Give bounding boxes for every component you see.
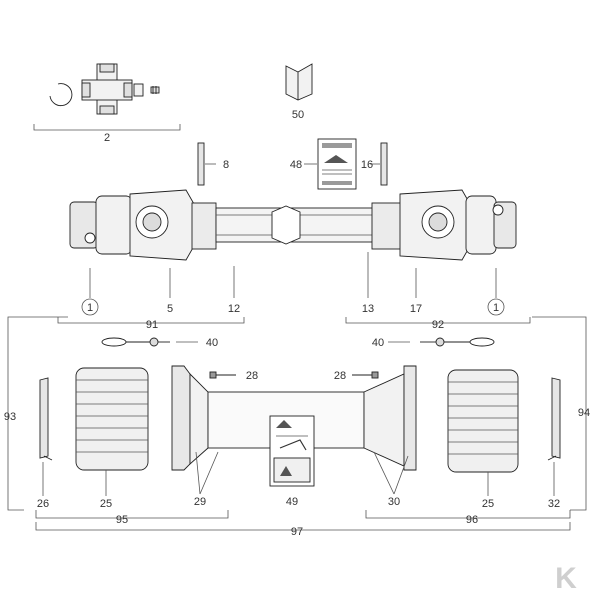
label-97: 97 [291,526,303,538]
label-28-left: 28 [246,370,258,382]
label-50: 50 [292,109,304,121]
screw-28-left: 28 [209,370,258,382]
label-12: 12 [228,303,240,315]
label-26: 26 [37,498,49,510]
label-13: 13 [362,303,374,315]
label-28-right: 28 [334,370,346,382]
bellows-25-left: 25 [75,367,149,510]
brand-logo: K [555,562,577,595]
label-1-left: 1 [87,302,93,314]
label-48: 48 [290,159,302,171]
label-91: 91 [146,319,158,331]
label-16: 16 [361,159,373,171]
label-49: 49 [286,496,298,508]
safety-chain-right: 40 [372,337,495,349]
label-17: 17 [410,303,422,315]
label-96: 96 [466,514,478,526]
bellows-25-right: 25 [447,369,519,510]
label-32: 32 [548,498,560,510]
cross-journal-part [81,63,144,115]
manual-booklet-part: 50 [285,63,313,121]
bar-8-part: 8 [197,142,229,186]
label-1-right: 1 [493,302,499,314]
label-8: 8 [223,159,229,171]
warning-label-48-part: 48 [290,138,357,190]
strip-32-part: 32 [547,377,561,510]
callout-2: 2 [33,124,181,144]
label-25-right: 25 [482,498,494,510]
label-25-left: 25 [100,498,112,510]
screw-28-right: 28 [334,370,379,382]
drive-shaft-assembly [69,189,517,261]
label-92: 92 [432,319,444,331]
grease-nipple-part [150,86,160,94]
label-94: 94 [578,407,590,419]
label-2: 2 [104,132,110,144]
warning-label-49-part: 49 [269,415,315,508]
label-29: 29 [194,496,206,508]
label-93: 93 [4,411,16,423]
label-5: 5 [167,303,173,315]
label-40-left: 40 [206,337,218,349]
label-30: 30 [388,496,400,508]
circlip-part [49,83,73,107]
bar-16-part: 16 [361,142,388,186]
shaft-callouts: 1 5 12 13 17 1 91 92 [57,252,531,331]
strip-26-part: 26 [37,377,53,510]
safety-chain-left: 40 [101,337,218,349]
label-40-right: 40 [372,337,384,349]
frame-93-94: 93 94 [4,316,590,511]
bottom-brackets: 95 96 97 [35,510,571,538]
label-95: 95 [116,514,128,526]
